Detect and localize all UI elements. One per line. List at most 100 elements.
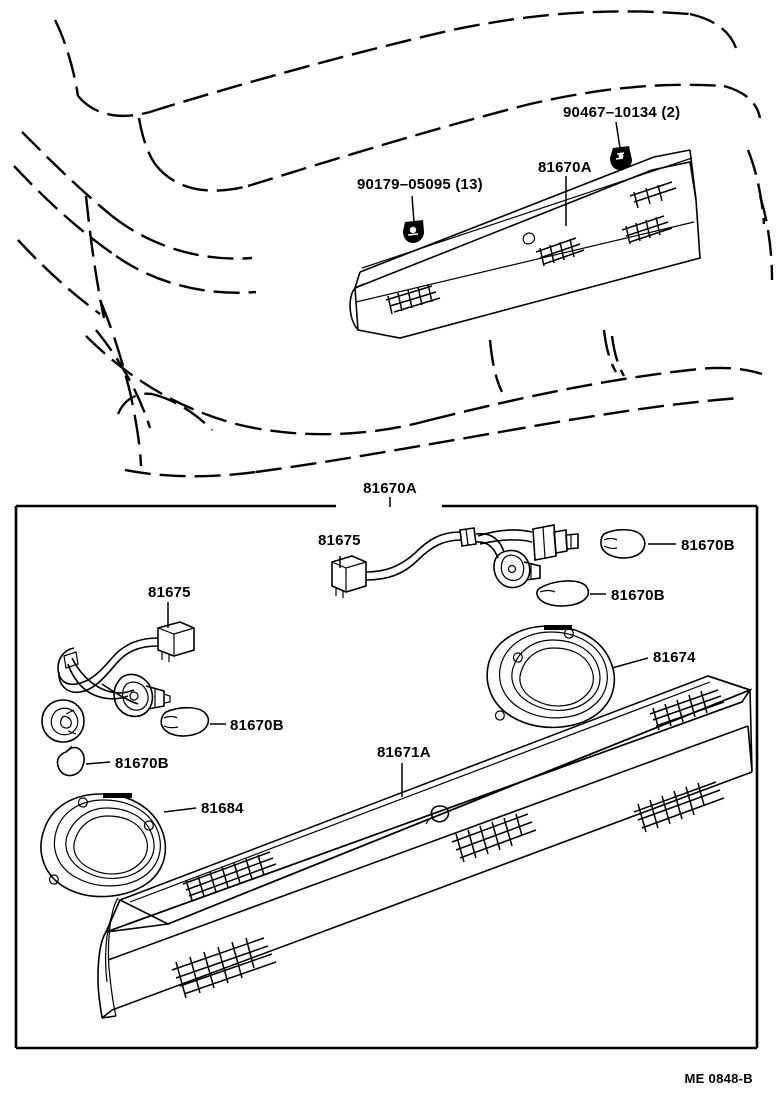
label-81670B-upper-1: 81670B bbox=[681, 537, 735, 554]
label-81670A-section: 81670A bbox=[363, 480, 417, 497]
lens-reflector-right-upper bbox=[649, 689, 725, 731]
lens-band-line-1 bbox=[105, 701, 743, 933]
exploded-view-frame bbox=[14, 504, 759, 1050]
label-81670B-upper-2: 81670B bbox=[611, 587, 665, 604]
socket-wire-left-assembly bbox=[41, 621, 195, 743]
garnish-top-edge bbox=[359, 149, 691, 273]
wire-left-branch-b bbox=[71, 657, 135, 694]
garnish-left-top bbox=[354, 271, 361, 289]
wire-upper-bottom bbox=[365, 539, 463, 581]
label-81674: 81674 bbox=[653, 649, 696, 666]
bumper-line-j bbox=[499, 396, 741, 434]
label-81670A-top: 81670A bbox=[538, 159, 592, 176]
lens-center-boss-tail bbox=[425, 816, 433, 825]
lens-left-end-bottom bbox=[101, 1015, 117, 1019]
label-90467-10134: 90467–10134 (2) bbox=[563, 104, 680, 121]
lens-right-end bbox=[707, 675, 753, 773]
connector-left-pins bbox=[161, 652, 170, 662]
bumper-line-e bbox=[151, 392, 213, 431]
lens-body-81671A bbox=[97, 675, 753, 1019]
garnish-right-top bbox=[689, 149, 697, 201]
lens-center-boss bbox=[430, 805, 450, 823]
socket-upper-right bbox=[532, 524, 579, 561]
label-81675-left: 81675 bbox=[148, 584, 191, 601]
bulb-left-upper-icon bbox=[160, 706, 210, 737]
gasket-left-icon bbox=[40, 793, 167, 898]
lens-left-top-fold bbox=[105, 899, 121, 933]
bumper-line-g bbox=[98, 299, 143, 467]
connector-upper-top bbox=[331, 561, 367, 569]
body-line-i bbox=[21, 131, 113, 217]
clip-leader-line bbox=[411, 195, 415, 223]
wire-upper-top bbox=[365, 531, 461, 573]
body-line-p bbox=[84, 195, 106, 319]
fastener-clip-icon-group bbox=[403, 195, 424, 243]
garnish-reflector-right bbox=[621, 215, 673, 245]
leader-81684 bbox=[163, 807, 197, 813]
label-81675-upper: 81675 bbox=[318, 532, 361, 549]
lens-top-crease bbox=[129, 681, 711, 903]
connector-upper-body bbox=[331, 555, 367, 593]
bumper-line-d bbox=[116, 392, 153, 415]
bumper-line-f bbox=[95, 329, 152, 429]
socket-wire-upper-assembly bbox=[331, 524, 579, 598]
body-line-c bbox=[149, 10, 691, 114]
connector-upper-pins bbox=[335, 588, 344, 598]
label-81670B-left-2: 81670B bbox=[115, 755, 169, 772]
body-line-g bbox=[247, 83, 725, 188]
bumper-line-b bbox=[235, 418, 431, 436]
connector-left-body bbox=[157, 621, 195, 657]
lens-reflector-center bbox=[451, 813, 537, 863]
garnish-center-boss bbox=[522, 232, 536, 245]
lens-left-end-outer bbox=[97, 931, 107, 1019]
garnish-reflector-left bbox=[385, 283, 441, 315]
label-81670B-left-1: 81670B bbox=[230, 717, 284, 734]
wire-branch-d bbox=[479, 539, 533, 545]
drawing-code: ME 0848-B bbox=[685, 1071, 753, 1086]
bulb-upper-right-icon bbox=[600, 528, 646, 559]
nut-icon bbox=[610, 146, 632, 170]
leader-81670B-left-2 bbox=[85, 761, 111, 765]
garnish-end-cap bbox=[349, 287, 359, 331]
bumper-line-h bbox=[124, 468, 257, 478]
lens-reflector-left-upper bbox=[182, 851, 277, 901]
fastener-nut-icon-group bbox=[610, 121, 632, 170]
body-line-l bbox=[115, 255, 257, 294]
center-detail-b bbox=[602, 329, 618, 373]
garnish-split-line bbox=[355, 221, 695, 303]
wire-left-top bbox=[57, 637, 159, 686]
wire-left-branch-c bbox=[101, 683, 139, 705]
socket-left-round bbox=[41, 699, 85, 743]
wire-left-branch-a bbox=[67, 663, 129, 700]
lens-bottom-edge bbox=[101, 1009, 113, 1019]
wire-left-bottom bbox=[58, 645, 159, 694]
wire-branch-b bbox=[475, 541, 499, 559]
wire-sleeve-upper bbox=[459, 527, 477, 547]
body-line-h bbox=[723, 84, 762, 119]
bulb-left-lower-icon bbox=[56, 745, 85, 777]
body-line-o bbox=[758, 195, 774, 281]
body-line-n bbox=[746, 149, 766, 225]
body-line-d bbox=[689, 12, 738, 49]
garnish-upper-rib bbox=[361, 157, 693, 269]
body-line-f bbox=[154, 163, 249, 192]
body-line-k bbox=[13, 165, 117, 257]
wire-sleeve-rib bbox=[465, 528, 469, 546]
wire-branch-c bbox=[477, 529, 533, 537]
garnish-reflector-center bbox=[535, 237, 585, 267]
nut-leader-line bbox=[615, 121, 621, 149]
lens-reflector-left-lower bbox=[171, 937, 277, 999]
socket-left-angled bbox=[113, 673, 171, 718]
body-line-m bbox=[17, 239, 101, 315]
leader-81674 bbox=[611, 657, 649, 669]
body-line-e bbox=[137, 117, 157, 165]
bumper-line-a bbox=[85, 335, 237, 426]
body-line-a bbox=[53, 19, 80, 97]
socket-upper-lower bbox=[493, 549, 541, 589]
body-line-j bbox=[111, 215, 253, 260]
label-90179-05095: 90179–05095 (13) bbox=[357, 176, 483, 193]
center-detail-a bbox=[488, 339, 504, 393]
bumper-line-i bbox=[255, 430, 501, 474]
